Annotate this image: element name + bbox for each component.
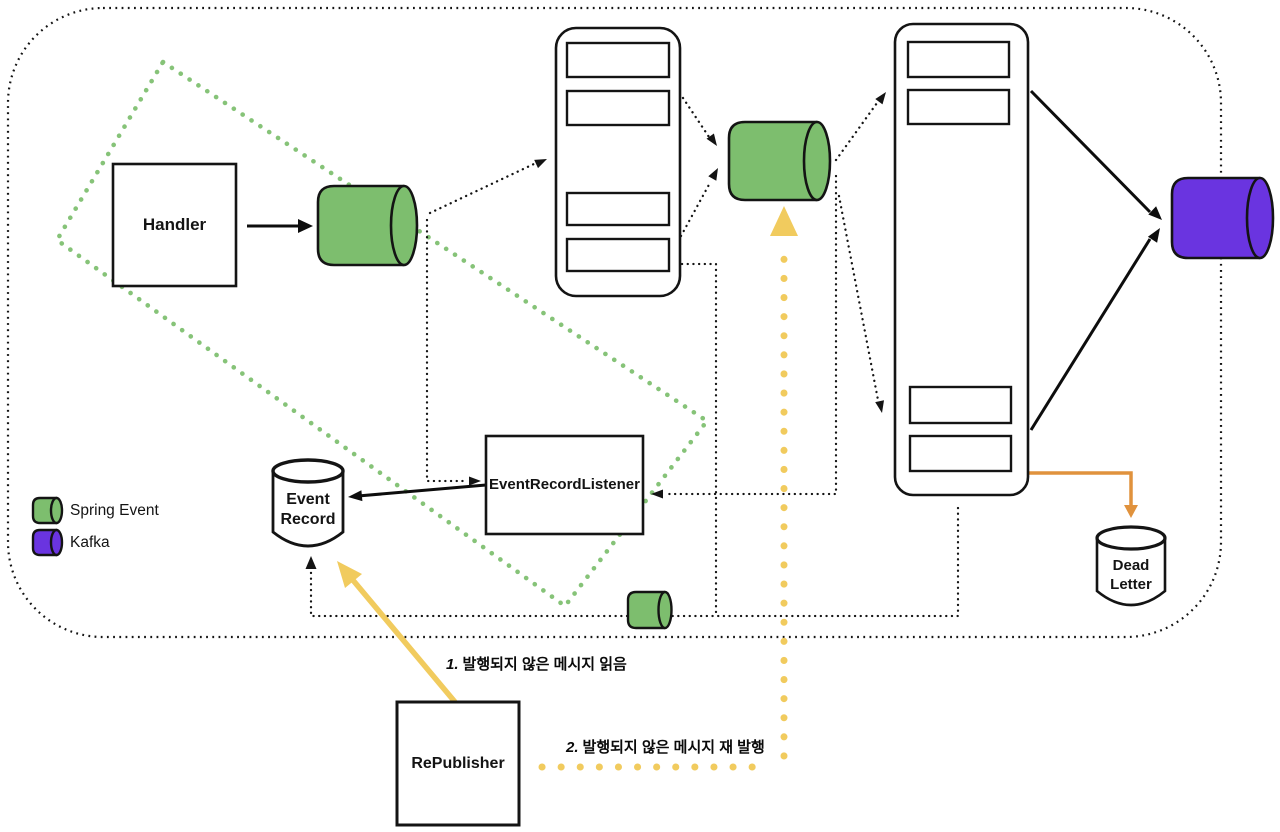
arrowhead-icon (875, 92, 886, 105)
listener-slot (565, 237, 671, 273)
cylinder-rim (657, 590, 673, 630)
legend-label-spring-event: Spring Event (70, 502, 159, 519)
arrowhead-icon (708, 168, 718, 181)
db-top (1095, 525, 1167, 551)
dead-letter-arrow-line (1029, 471, 1133, 506)
event-record-label: Event Record (280, 491, 336, 528)
spring-event-cylinder-1 (316, 184, 419, 267)
dotted-listener1-down-path (680, 262, 718, 618)
dotted-event2-to-eventrecordlistener (663, 174, 838, 496)
arrowhead-icon (1147, 228, 1160, 243)
arrowhead-icon (875, 400, 884, 413)
arrowhead-icon (770, 206, 798, 236)
dotted-event2-to-listener2-lower (837, 194, 880, 402)
cylinder-body (316, 184, 405, 267)
listener-container-2 (893, 22, 1030, 497)
legend-swatch-kafka (31, 528, 64, 557)
dotted-listener1-slot4-to-event2 (679, 179, 713, 238)
dead-letter-arrow (1029, 471, 1138, 518)
listener-slot (906, 40, 1011, 79)
handler-label: Handler (142, 215, 207, 235)
arrowhead-icon (706, 133, 717, 146)
spring-event-scope-diamond (53, 58, 711, 610)
republisher-label: RePublisher (411, 754, 505, 772)
republisher-read-arrow (349, 577, 458, 704)
listener-container-1 (554, 26, 682, 298)
arrowhead-icon (298, 219, 313, 233)
arrowhead-icon (469, 476, 481, 486)
dotted-connectors (309, 96, 960, 618)
db-top (271, 458, 345, 484)
listener-slot (906, 88, 1011, 126)
annotation-step2: 2.발행되지 않은 메시지 재 발행 (566, 736, 765, 757)
spring-event-cylinder-small (626, 590, 673, 630)
cylinder-body (626, 590, 666, 630)
dotted-listener1-slot2-to-event2 (681, 96, 711, 139)
cylinder-rim (1245, 176, 1275, 260)
annotation-step1: 1.발행되지 않은 메시지 읽음 (446, 653, 627, 674)
arrowhead-icon (305, 556, 317, 569)
arrowhead-icon (348, 490, 363, 502)
db-body (271, 469, 345, 548)
cylinder-body (31, 528, 58, 557)
cylinder-rim (49, 528, 64, 557)
cylinder-body (31, 496, 58, 525)
dotted-event-to-listeners1 (428, 161, 538, 215)
arrow-listener2-to-kafka-top (1029, 89, 1152, 214)
solid-arrows (247, 89, 1152, 498)
arrowhead-icon (337, 561, 362, 588)
listener-group-frame (893, 22, 1030, 497)
listener-slot (908, 385, 1013, 425)
legend-label-kafka: Kafka (70, 534, 110, 551)
handler-box (111, 162, 238, 288)
kafka-cylinder (1170, 176, 1275, 260)
arrow-listener-to-eventrecord (357, 483, 487, 498)
listener-slot (908, 434, 1013, 473)
listener-slot (565, 41, 671, 79)
cylinder-rim (802, 120, 832, 202)
listener-slot (565, 89, 671, 127)
dead-letter-label: Dead Letter (1110, 557, 1152, 593)
spring-event-cylinder-2 (727, 120, 832, 202)
arrowhead-icon (534, 159, 547, 169)
republisher-box (395, 700, 521, 827)
solid-arrowheads (298, 206, 1162, 502)
arrowhead-icon (1148, 206, 1162, 220)
arrow-listener2-to-kafka-bottom (1029, 238, 1152, 431)
annotation-step1-number: 1. (446, 656, 459, 673)
annotation-step2-text: 발행되지 않은 메시지 재 발행 (582, 739, 765, 756)
cylinder-body (1170, 176, 1261, 260)
listener-slot (565, 191, 671, 227)
db-body (1095, 536, 1167, 607)
dead-letter-cylinder (1095, 525, 1167, 607)
cylinder-rim (389, 184, 419, 267)
annotation-step2-number: 2. (566, 739, 579, 756)
dotted-event-to-eventrecordlistener (425, 218, 469, 483)
cylinder-rim (49, 496, 64, 525)
legend-swatch-spring-event (31, 496, 64, 525)
dotted-arrowheads (305, 92, 886, 569)
event-record-listener-box (484, 434, 645, 536)
annotation-step1-text: 발행되지 않은 메시지 읽음 (462, 656, 627, 673)
event-record-cylinder (271, 458, 345, 548)
dotted-event2-to-listeners2 (834, 101, 879, 162)
event-record-listener-label: EventRecordListener (489, 475, 640, 493)
cylinder-body (727, 120, 818, 202)
arrowhead-icon (1124, 505, 1138, 518)
republisher-flows (337, 206, 798, 771)
arrowhead-icon (651, 489, 663, 499)
